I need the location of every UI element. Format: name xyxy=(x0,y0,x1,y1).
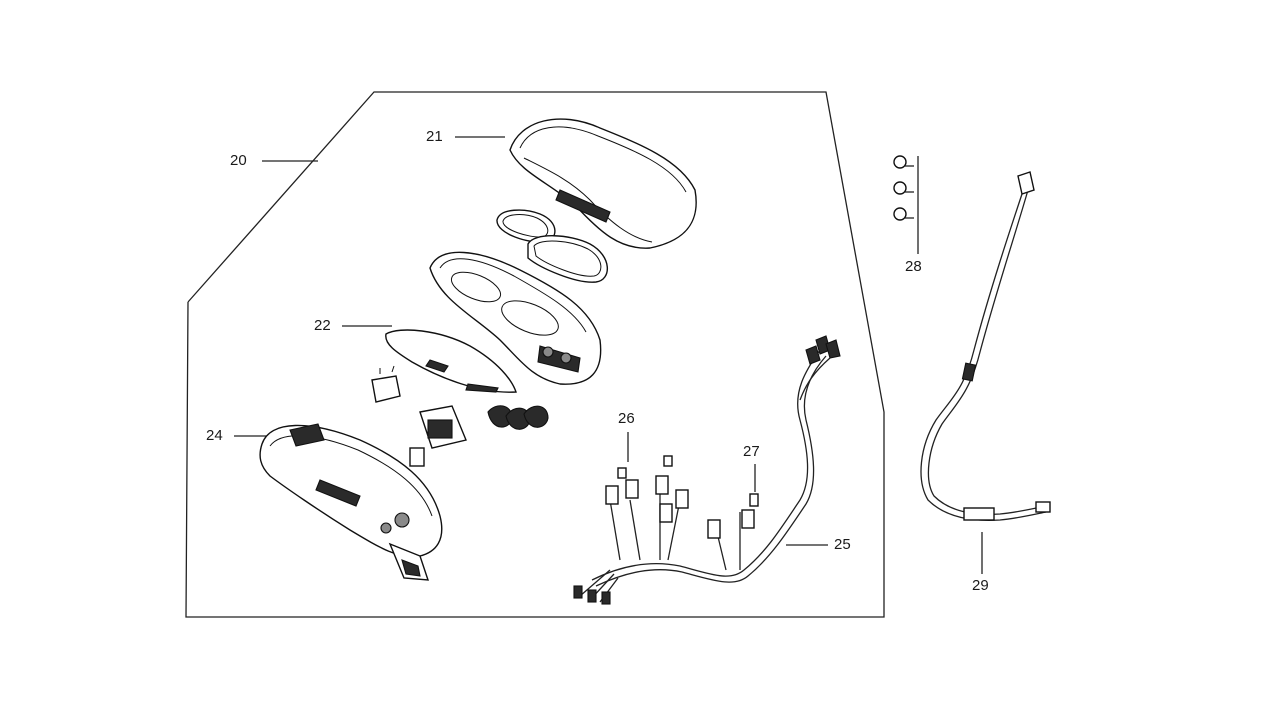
lens-rings-part xyxy=(496,209,609,283)
meter-faceplate-part xyxy=(385,329,517,393)
screws-part xyxy=(893,155,914,221)
screw xyxy=(893,207,914,221)
callout-21: 21 xyxy=(426,128,443,145)
callout-20: 20 xyxy=(230,152,247,169)
screw xyxy=(893,181,914,195)
leader-lines xyxy=(234,136,983,574)
callout-25: 25 xyxy=(834,536,851,553)
speedometer-cable-part xyxy=(920,171,1051,522)
meter-cover-part xyxy=(509,118,697,249)
wire-harness-part xyxy=(573,335,841,605)
assembly-boundary xyxy=(185,91,885,618)
meter-case-part xyxy=(259,423,443,581)
callout-29: 29 xyxy=(972,577,989,594)
callout-26: 26 xyxy=(618,410,635,427)
callout-22: 22 xyxy=(314,317,331,334)
meter-panel-part xyxy=(429,251,602,385)
screw xyxy=(893,155,914,169)
callout-27: 27 xyxy=(743,443,760,460)
small-components xyxy=(371,365,549,467)
callout-28: 28 xyxy=(905,258,922,275)
callout-24: 24 xyxy=(206,427,223,444)
